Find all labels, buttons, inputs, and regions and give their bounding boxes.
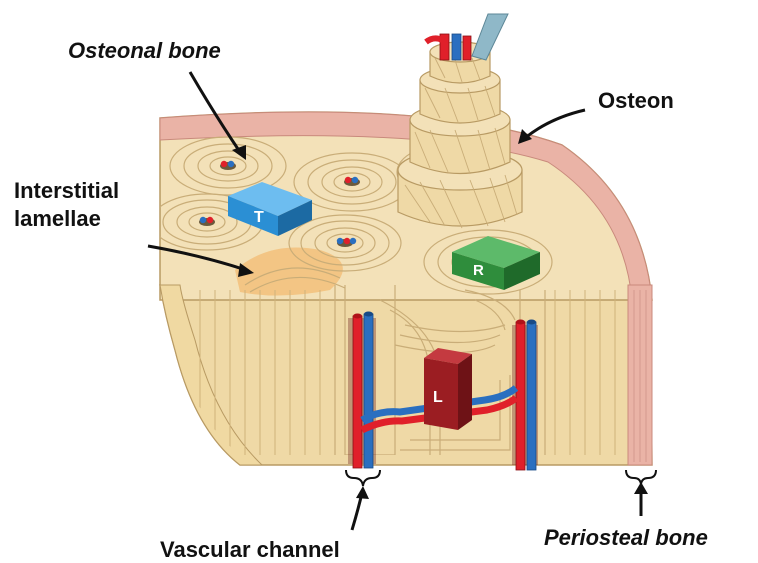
label-vascular-channel: Vascular channel xyxy=(160,537,340,562)
osteon-cylinder xyxy=(398,14,522,228)
periosteal-bracket xyxy=(626,470,656,484)
osteon-arrow xyxy=(525,110,585,138)
label-osteonal-bone: Osteonal bone xyxy=(68,38,221,63)
vascular-bracket xyxy=(346,470,380,486)
label-osteon: Osteon xyxy=(598,88,674,113)
block-l-label: L xyxy=(433,389,443,406)
vascular-arrow xyxy=(352,493,362,530)
label-interstitial-line2: lamellae xyxy=(14,206,101,231)
block-r-label: R xyxy=(473,262,484,279)
label-interstitial-line1: Interstitial xyxy=(14,178,119,203)
block-t-label: T xyxy=(254,209,264,226)
block-l: L xyxy=(424,348,472,430)
label-periosteal-bone: Periosteal bone xyxy=(544,525,708,550)
